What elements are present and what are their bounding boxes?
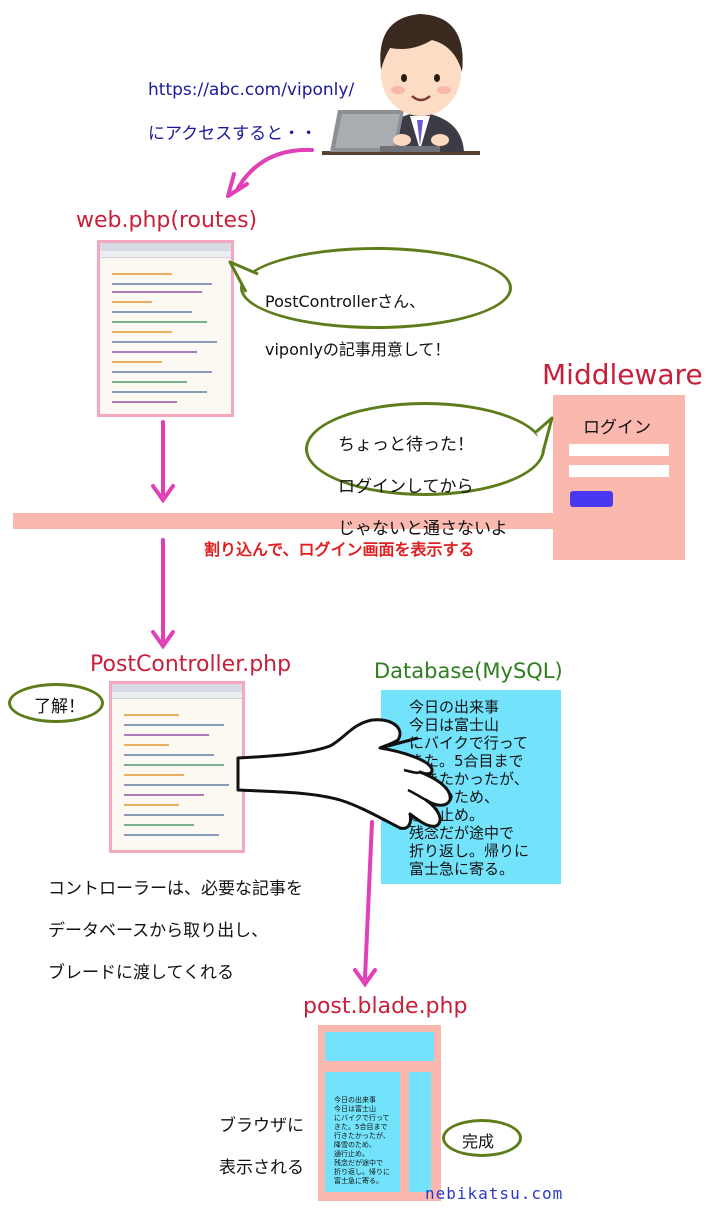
blade-header-block	[325, 1032, 434, 1061]
middleware-bubble-line1: ちょっと待った！	[338, 435, 474, 455]
routes-code-thumbnail	[97, 240, 234, 417]
controller-bubble-text: 了解！	[34, 697, 85, 717]
blade-main-block: 今日の出来事 今日は富士山 にバイクで行って きた。5合目まで 行きたかったが、…	[325, 1072, 400, 1192]
blade-browser-frame: 今日の出来事 今日は富士山 にバイクで行って きた。5合目まで 行きたかったが、…	[318, 1025, 441, 1201]
intro-url-text: https://abc.com/viponly/ にアクセスすると・・	[148, 57, 354, 145]
controller-desc-line3: ブレードに渡してくれる	[48, 963, 234, 983]
login-submit-button[interactable]	[570, 491, 613, 507]
controller-description: コントローラーは、必要な記事を データベースから取り出し、 ブレードに渡してくれ…	[48, 858, 303, 984]
routes-speech-bubble	[240, 247, 512, 329]
login-panel: ログイン	[553, 395, 685, 560]
controller-title: PostController.php	[90, 652, 292, 677]
middleware-bubble-text: ちょっと待った！ ログインしてから じゃないと通さないよ	[338, 414, 508, 540]
middleware-bubble-line3: じゃないと通さないよ	[338, 519, 508, 539]
intro-line2: にアクセスすると・・	[148, 124, 318, 144]
routes-bubble-line1: PostControllerさん、	[265, 292, 426, 311]
middleware-caption: 割り込んで、ログイン画面を表示する	[204, 540, 475, 559]
blade-browser-line2: 表示される	[219, 1158, 304, 1178]
middleware-bar	[13, 513, 558, 529]
controller-code-thumbnail	[109, 681, 245, 853]
login-password-field[interactable]	[569, 465, 669, 477]
controller-speech-bubble	[8, 683, 104, 723]
middleware-bubble-line2: ログインしてから	[338, 477, 474, 497]
middleware-title: Middleware	[542, 358, 703, 391]
blade-title: post.blade.php	[303, 994, 468, 1019]
blade-browser-line1: ブラウザに	[219, 1116, 304, 1136]
login-panel-label: ログイン	[583, 418, 651, 438]
controller-desc-line1: コントローラーは、必要な記事を	[48, 879, 303, 899]
database-title: Database(MySQL)	[374, 659, 563, 683]
blade-main-content: 今日の出来事 今日は富士山 にバイクで行って きた。5合目まで 行きたかったが、…	[334, 1096, 390, 1185]
blade-browser-caption: ブラウザに 表示される	[219, 1095, 304, 1179]
done-speech-bubble	[442, 1119, 522, 1157]
done-bubble-text: 完成	[462, 1132, 495, 1151]
routes-bubble-line2: viponlyの記事用意して！	[265, 340, 451, 359]
middleware-speech-bubble	[305, 402, 545, 496]
intro-line1: https://abc.com/viponly/	[148, 80, 355, 100]
routes-title: web.php(routes)	[76, 208, 258, 233]
routes-bubble-text: PostControllerさん、 viponlyの記事用意して！	[265, 266, 450, 362]
blade-sidebar-block	[409, 1072, 431, 1192]
controller-desc-line2: データベースから取り出し、	[48, 921, 269, 941]
login-username-field[interactable]	[569, 444, 669, 456]
footer-site: nebikatsu.com	[425, 1184, 564, 1203]
